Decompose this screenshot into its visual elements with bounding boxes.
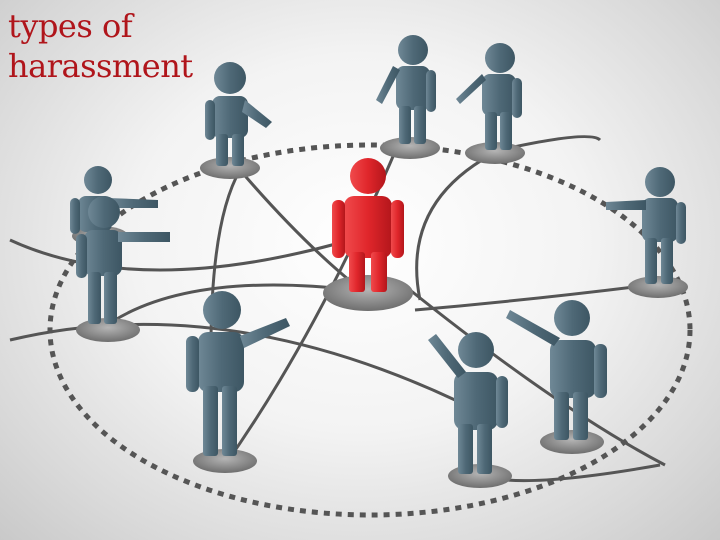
crowd-figure-8 xyxy=(428,332,508,474)
target-figure xyxy=(332,158,404,292)
crowd-figure-3 xyxy=(456,43,522,150)
title-line-1: types of xyxy=(8,7,133,45)
crowd-figures xyxy=(70,35,686,474)
crowd-figure-6 xyxy=(606,167,686,284)
dashed-ring xyxy=(47,142,693,518)
title-line-2: harassment xyxy=(8,47,193,85)
crowd-figure-2 xyxy=(376,35,436,144)
crowd-figure-9 xyxy=(506,300,607,440)
crowd-figure-1 xyxy=(205,62,272,166)
slide-title: types of harassment xyxy=(8,6,193,86)
crowd-figure-5 xyxy=(76,196,170,324)
crowd-figure-7 xyxy=(186,291,290,456)
network-lines xyxy=(9,135,666,483)
